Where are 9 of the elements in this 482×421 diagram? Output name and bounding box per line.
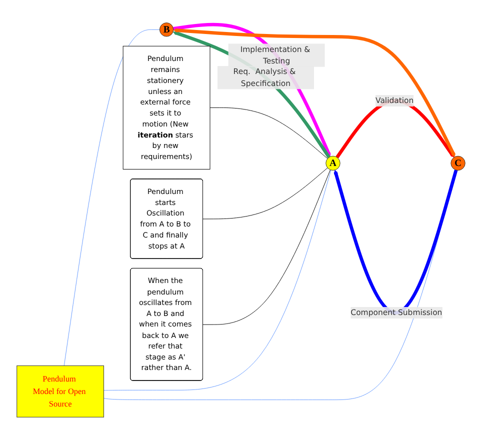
connector — [202, 168, 328, 220]
connector — [210, 107, 328, 159]
node-circle: B — [159, 22, 174, 37]
connector — [104, 170, 332, 391]
node-circle: A — [326, 156, 340, 171]
connector — [64, 29, 160, 366]
node-box: Pendulum Model for Open Source — [16, 365, 104, 418]
connector — [202, 170, 331, 325]
node-circle: C — [450, 156, 466, 171]
